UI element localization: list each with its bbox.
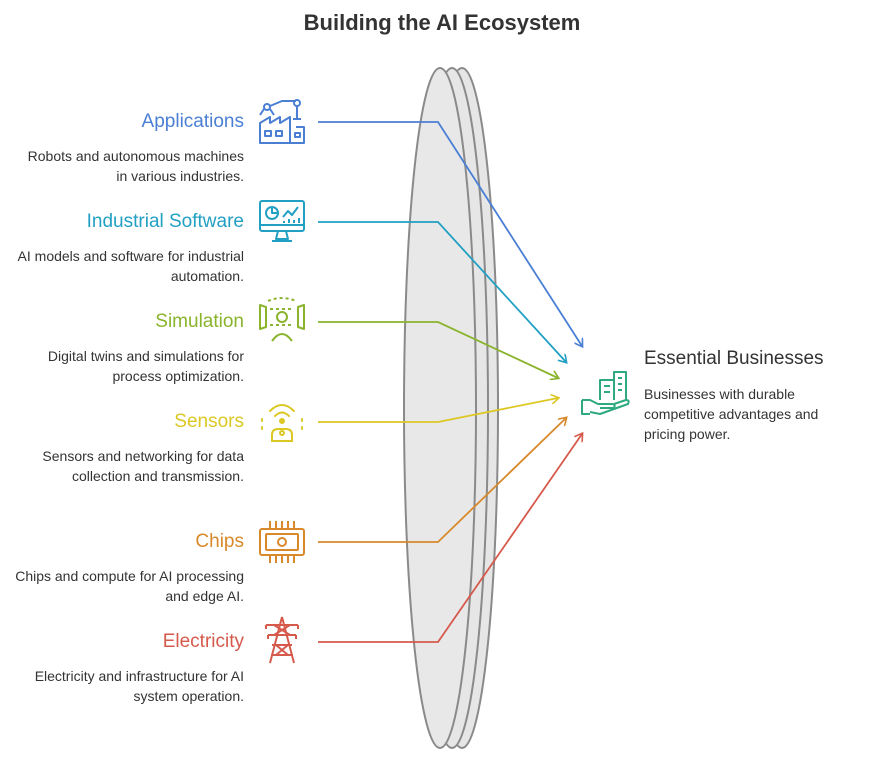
connector-chips (318, 418, 566, 543)
layer-desc-sensors: Sensors and networking for data collecti… (42, 448, 244, 484)
layer-desc-industrial-software: AI models and software for industrial au… (17, 248, 244, 284)
target-title: Essential Businesses (644, 348, 824, 369)
layer-title-electricity: Electricity (162, 631, 244, 652)
connector-electricity (318, 434, 582, 643)
connector-sensors (318, 398, 558, 423)
connector-simulation (318, 321, 558, 378)
layer-title-sensors: Sensors (174, 411, 244, 432)
monitor-dashboard-icon (259, 200, 305, 242)
page-title: Building the AI Ecosystem (303, 10, 581, 35)
power-tower-icon (265, 616, 299, 664)
lens-front (403, 67, 477, 749)
microchip-icon (259, 521, 305, 563)
layer-title-chips: Chips (195, 531, 244, 552)
factory-robot-arm-icon (259, 99, 305, 144)
layer-title-simulation: Simulation (155, 311, 244, 332)
layer-desc-simulation: Digital twins and simulations for proces… (47, 348, 244, 384)
wireless-sensor-icon (261, 404, 303, 442)
hand-buildings-icon (581, 371, 630, 415)
layer-title-applications: Applications (141, 111, 244, 132)
layer-title-industrial-software: Industrial Software (86, 211, 244, 232)
layer-desc-electricity: Electricity and infrastructure for AI sy… (34, 668, 244, 704)
connector-applications (318, 121, 582, 346)
connector-industrial-software (318, 221, 566, 362)
simulation-viewer-icon (259, 297, 305, 342)
layer-desc-applications: Robots and autonomous machines in variou… (27, 148, 244, 184)
connector-group (318, 121, 582, 643)
target-description: Businesses with durable competitive adva… (644, 386, 819, 442)
layer-desc-chips: Chips and compute for AI processing and … (15, 568, 244, 604)
